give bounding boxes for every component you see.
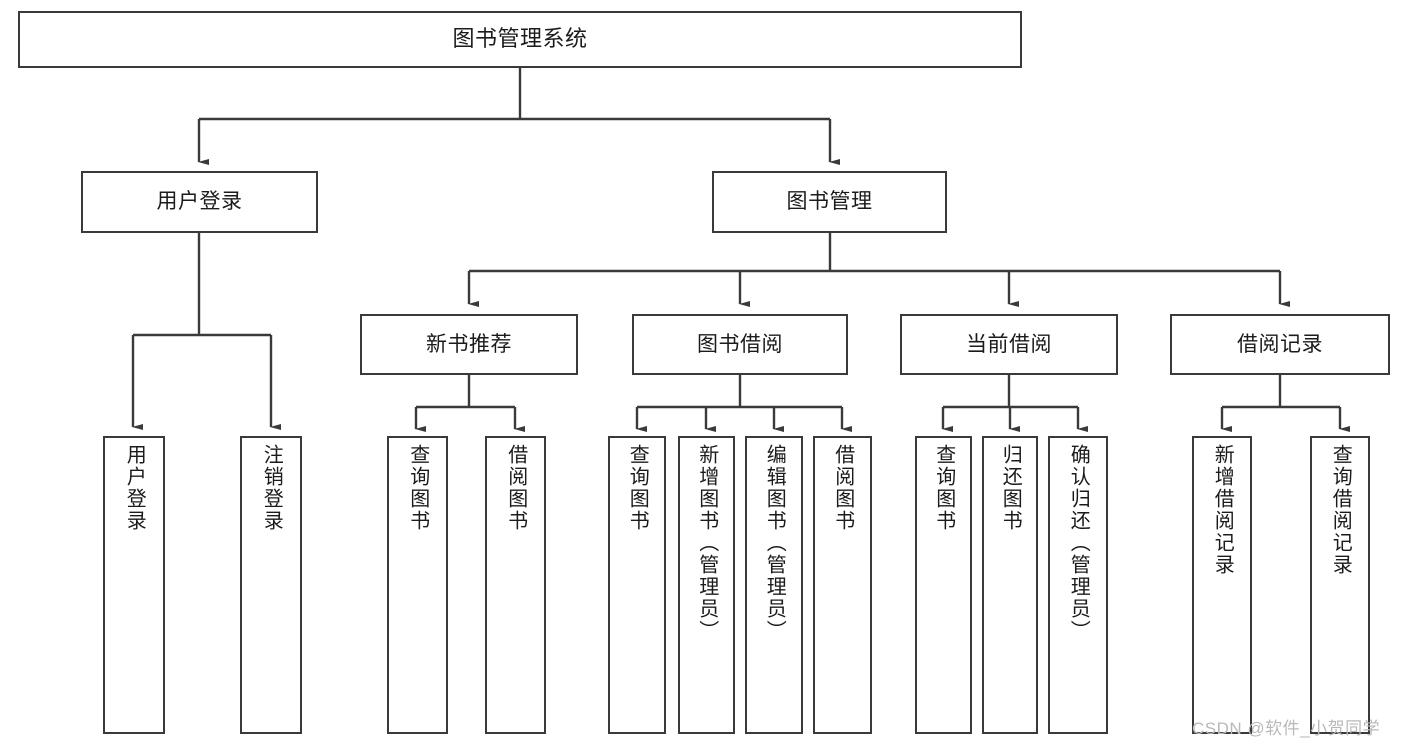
leaf-new-book-query-label: 查询图书 (406, 444, 429, 532)
leaf-user-login-signin[interactable]: 用户登录 (103, 436, 165, 734)
node-book-manage-label: 图书管理 (786, 190, 873, 214)
leaf-new-book-borrow-label: 借阅图书 (504, 444, 527, 532)
node-borrow-record-label: 借阅记录 (1237, 332, 1323, 356)
node-current-borrow[interactable]: 当前借阅 (900, 314, 1118, 375)
leaf-book-borrow-edit-label: 编辑图书（管理员） (763, 444, 786, 642)
leaf-book-borrow-borrow-label: 借阅图书 (831, 444, 854, 532)
leaf-new-book-borrow[interactable]: 借阅图书 (485, 436, 546, 734)
leaf-user-login-signin-label: 用户登录 (123, 444, 146, 532)
leaf-current-borrow-query-label: 查询图书 (932, 444, 955, 532)
leaf-book-borrow-query-label: 查询图书 (626, 444, 649, 532)
leaf-new-book-query[interactable]: 查询图书 (387, 436, 448, 734)
leaf-current-borrow-return-label: 归还图书 (999, 444, 1022, 532)
node-new-book-recommend[interactable]: 新书推荐 (360, 314, 578, 375)
leaf-current-borrow-query[interactable]: 查询图书 (915, 436, 972, 734)
node-borrow-record[interactable]: 借阅记录 (1170, 314, 1390, 375)
leaf-borrow-record-query[interactable]: 查询借阅记录 (1310, 436, 1370, 734)
node-book-borrow-label: 图书借阅 (697, 332, 783, 356)
leaf-current-borrow-confirm[interactable]: 确认归还（管理员） (1048, 436, 1108, 734)
leaf-borrow-record-add-label: 新增借阅记录 (1211, 444, 1234, 576)
node-book-manage[interactable]: 图书管理 (712, 171, 947, 233)
leaf-book-borrow-add[interactable]: 新增图书（管理员） (678, 436, 735, 734)
leaf-user-login-signout[interactable]: 注销登录 (240, 436, 302, 734)
node-user-login[interactable]: 用户登录 (81, 171, 318, 233)
leaf-book-borrow-borrow[interactable]: 借阅图书 (813, 436, 872, 734)
leaf-current-borrow-confirm-label: 确认归还（管理员） (1067, 444, 1090, 642)
watermark-text: CSDN @软件_小贺同学 (1192, 719, 1381, 738)
leaf-current-borrow-return[interactable]: 归还图书 (982, 436, 1038, 734)
node-root-system-label: 图书管理系统 (452, 26, 588, 52)
node-book-borrow[interactable]: 图书借阅 (632, 314, 848, 375)
leaf-book-borrow-edit[interactable]: 编辑图书（管理员） (745, 436, 803, 734)
node-user-login-label: 用户登录 (156, 190, 243, 214)
leaf-book-borrow-add-label: 新增图书（管理员） (695, 444, 718, 642)
leaf-user-login-signout-label: 注销登录 (260, 444, 283, 532)
node-new-book-recommend-label: 新书推荐 (426, 332, 512, 356)
node-root-system[interactable]: 图书管理系统 (18, 11, 1022, 68)
leaf-book-borrow-query[interactable]: 查询图书 (608, 436, 666, 734)
node-current-borrow-label: 当前借阅 (966, 332, 1052, 356)
leaf-borrow-record-query-label: 查询借阅记录 (1329, 444, 1352, 576)
leaf-borrow-record-add[interactable]: 新增借阅记录 (1192, 436, 1252, 734)
